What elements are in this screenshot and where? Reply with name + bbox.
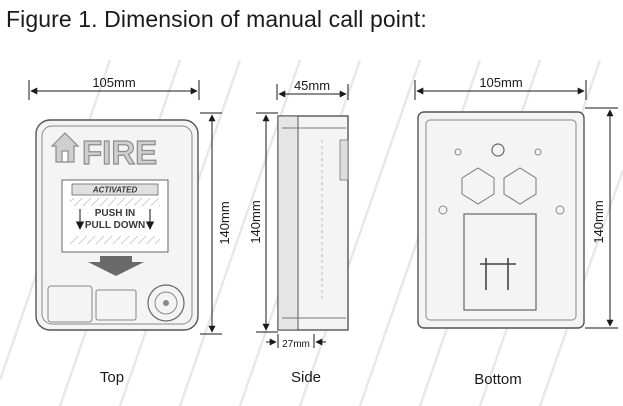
bottom-width-label: 105mm — [479, 75, 522, 90]
side-width-dimension: 45mm — [276, 78, 349, 100]
figure-title: Figure 1. Dimension of manual call point… — [6, 6, 427, 32]
side-caption: Side — [291, 369, 321, 386]
side-depth-dimension: 27mm — [266, 334, 326, 350]
side-height-dimension: 140mm — [248, 112, 278, 333]
top-view: 105mm 140mm FIRE ACTIVATED — [28, 75, 232, 386]
pull-arrow-icon — [88, 262, 144, 276]
side-height-label: 140mm — [248, 200, 263, 243]
fire-brand-text: FIRE — [82, 134, 157, 171]
top-device-body: FIRE ACTIVATED PUSH IN PULL DOWN — [35, 119, 199, 331]
top-width-dimension: 105mm — [28, 75, 200, 100]
bottom-view: 105mm 140mm — [414, 75, 618, 388]
bottom-device-body — [417, 111, 585, 329]
key-lock-icon — [147, 284, 185, 322]
side-device-body — [277, 115, 349, 331]
pull-down-text: PULL DOWN — [85, 220, 145, 231]
bottom-caption: Bottom — [474, 371, 522, 388]
top-height-dimension: 140mm — [200, 112, 232, 335]
top-height-label: 140mm — [217, 201, 232, 244]
bottom-height-dimension: 140mm — [585, 107, 618, 329]
house-icon — [50, 132, 80, 163]
bottom-height-label: 140mm — [591, 200, 606, 243]
bottom-width-dimension: 105mm — [414, 75, 587, 100]
activated-text: ACTIVATED — [92, 186, 138, 195]
mounting-hole-icon — [491, 143, 505, 157]
side-view: 45mm 140mm 27mm — [248, 78, 349, 386]
push-in-text: PUSH IN — [95, 208, 136, 219]
side-width-label: 45mm — [294, 78, 330, 93]
top-caption: Top — [100, 369, 124, 386]
side-depth-label: 27mm — [282, 339, 310, 350]
top-width-label: 105mm — [92, 75, 135, 90]
